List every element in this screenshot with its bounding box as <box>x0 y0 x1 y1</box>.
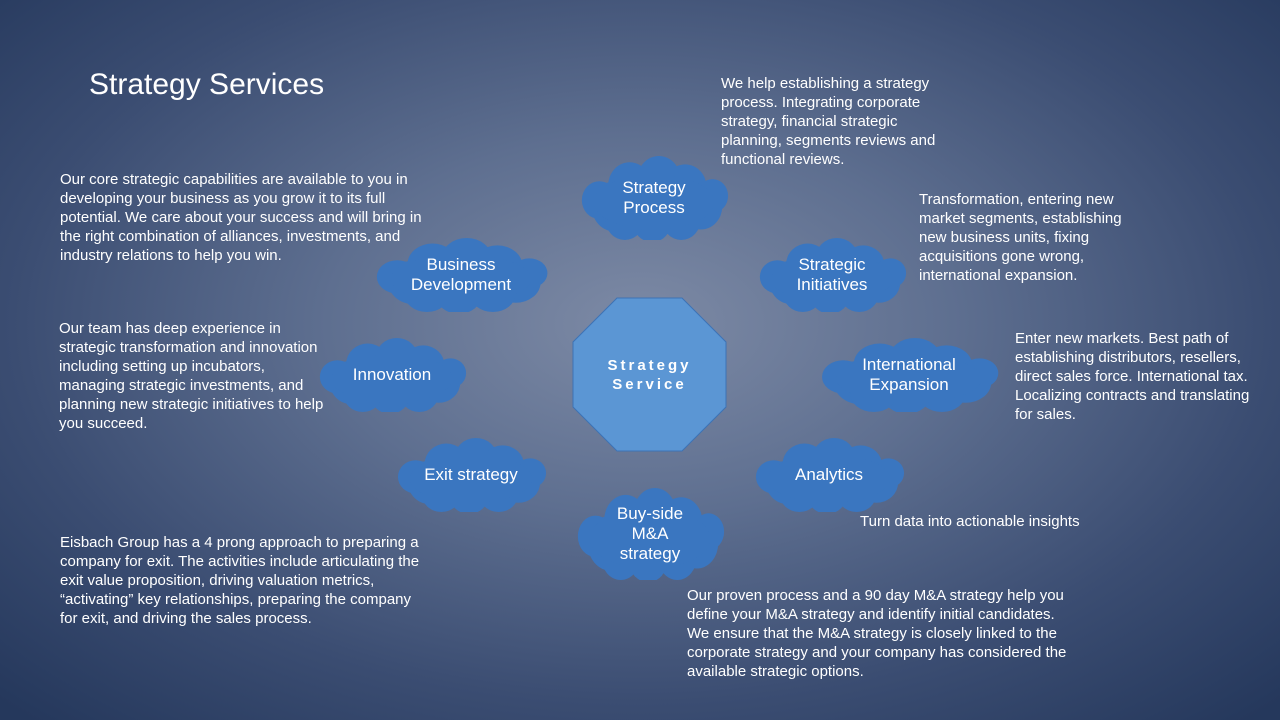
exit-strategy-label: Exit strategy <box>424 465 518 484</box>
strategic-initiatives-description: Transformation, entering new market segm… <box>919 191 1122 284</box>
international-expansion-description: Enter new markets. Best path of establis… <box>1015 330 1250 423</box>
strategy-service-label: Strategy Service <box>607 356 692 393</box>
slide-title: Strategy Services <box>89 68 325 101</box>
strategic-initiatives-label: Strategic Initiatives <box>796 255 868 294</box>
business-development-label: Business Development <box>410 255 512 294</box>
innovation-label: Innovation <box>352 365 432 384</box>
strategy-process-cloud[interactable]: Strategy Process <box>576 156 732 240</box>
strategy-service-octagon[interactable]: Strategy Service <box>572 297 727 452</box>
international-expansion-label: International Expansion <box>862 355 956 394</box>
buy-side-cloud[interactable]: Buy-side M&A strategy <box>572 488 728 580</box>
exit-strategy-cloud[interactable]: Exit strategy <box>392 438 550 512</box>
buy-side-description: Our proven process and a 90 day M&A stra… <box>687 587 1067 680</box>
analytics-cloud[interactable]: Analytics <box>750 438 908 512</box>
analytics-label: Analytics <box>794 465 864 484</box>
business-development-description: Our core strategic capabilities are avai… <box>60 171 422 264</box>
innovation-description: Our team has deep experience in strategi… <box>59 320 324 432</box>
innovation-cloud[interactable]: Innovation <box>314 338 470 412</box>
exit-strategy-description: Eisbach Group has a 4 prong approach to … <box>60 534 420 627</box>
strategic-initiatives-cloud[interactable]: Strategic Initiatives <box>754 238 910 312</box>
strategy-process-description: We help establishing a strategy process.… <box>721 75 936 168</box>
octagon-shape <box>572 297 727 452</box>
international-expansion-cloud[interactable]: International Expansion <box>815 338 1003 412</box>
buy-side-label: Buy-side M&A strategy <box>616 504 684 563</box>
analytics-description: Turn data into actionable insights <box>860 513 1080 530</box>
business-development-cloud[interactable]: Business Development <box>370 238 552 312</box>
strategy-process-label: Strategy Process <box>622 178 686 217</box>
